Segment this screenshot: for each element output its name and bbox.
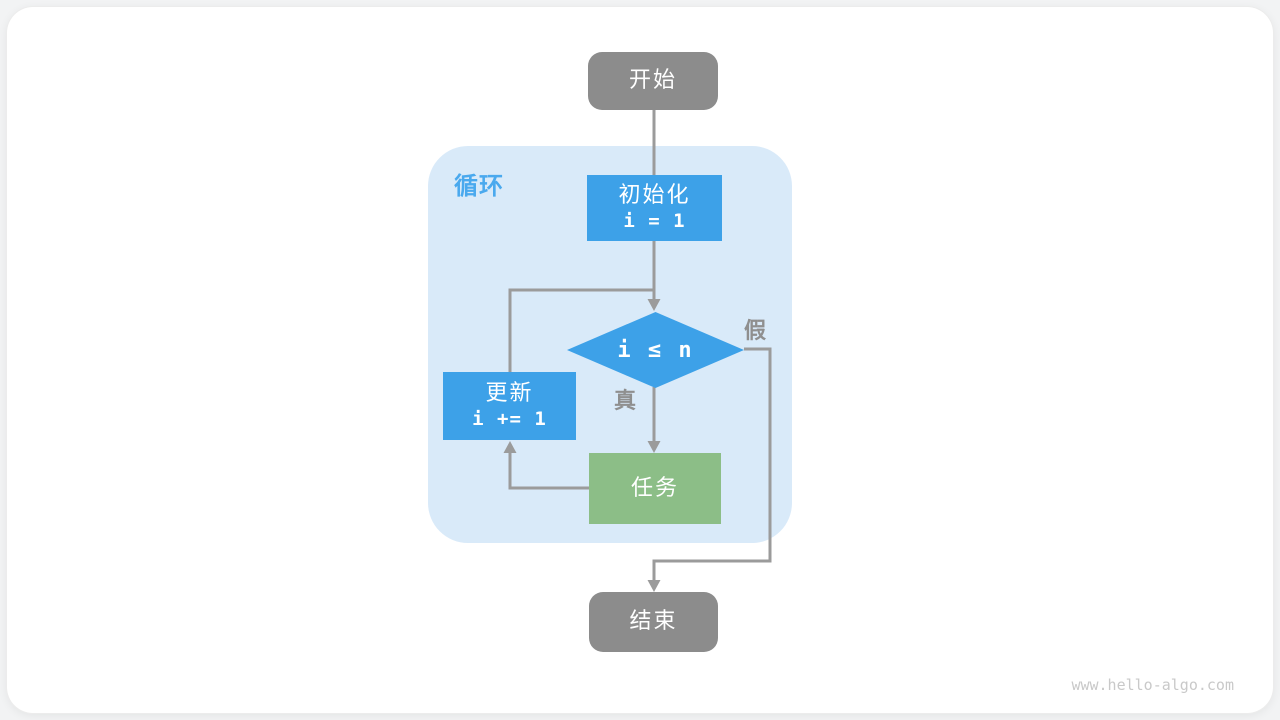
arrowhead-into-condition	[647, 299, 661, 311]
condition-diamond	[567, 312, 744, 388]
edge-label-true: 真	[614, 389, 638, 414]
edge-update-feedback	[508, 288, 654, 373]
node-start-label: 开始	[628, 68, 677, 94]
edge-condition-false-to-end	[652, 347, 772, 581]
node-update: 更新 i += 1	[443, 372, 576, 440]
loop-label: 循环	[454, 172, 504, 200]
node-update-code: i += 1	[472, 407, 547, 430]
node-start: 开始	[588, 52, 718, 110]
node-init: 初始化 i = 1	[587, 175, 722, 241]
node-end-label: 结束	[629, 609, 678, 635]
condition-text: i ≤ n	[617, 337, 694, 363]
edge-task-to-update	[508, 452, 589, 490]
edge-label-false: 假	[744, 319, 768, 344]
watermark: www.hello-algo.com	[1071, 676, 1234, 694]
arrowhead-into-task	[647, 441, 661, 453]
node-end: 结束	[589, 592, 718, 652]
node-task: 任务	[589, 453, 721, 524]
node-init-label: 初始化	[618, 183, 691, 209]
node-task-label: 任务	[630, 475, 679, 501]
arrowhead-into-update	[503, 441, 517, 453]
node-init-code: i = 1	[623, 209, 686, 232]
node-update-label: 更新	[485, 381, 534, 407]
arrowhead-into-end	[647, 580, 661, 592]
